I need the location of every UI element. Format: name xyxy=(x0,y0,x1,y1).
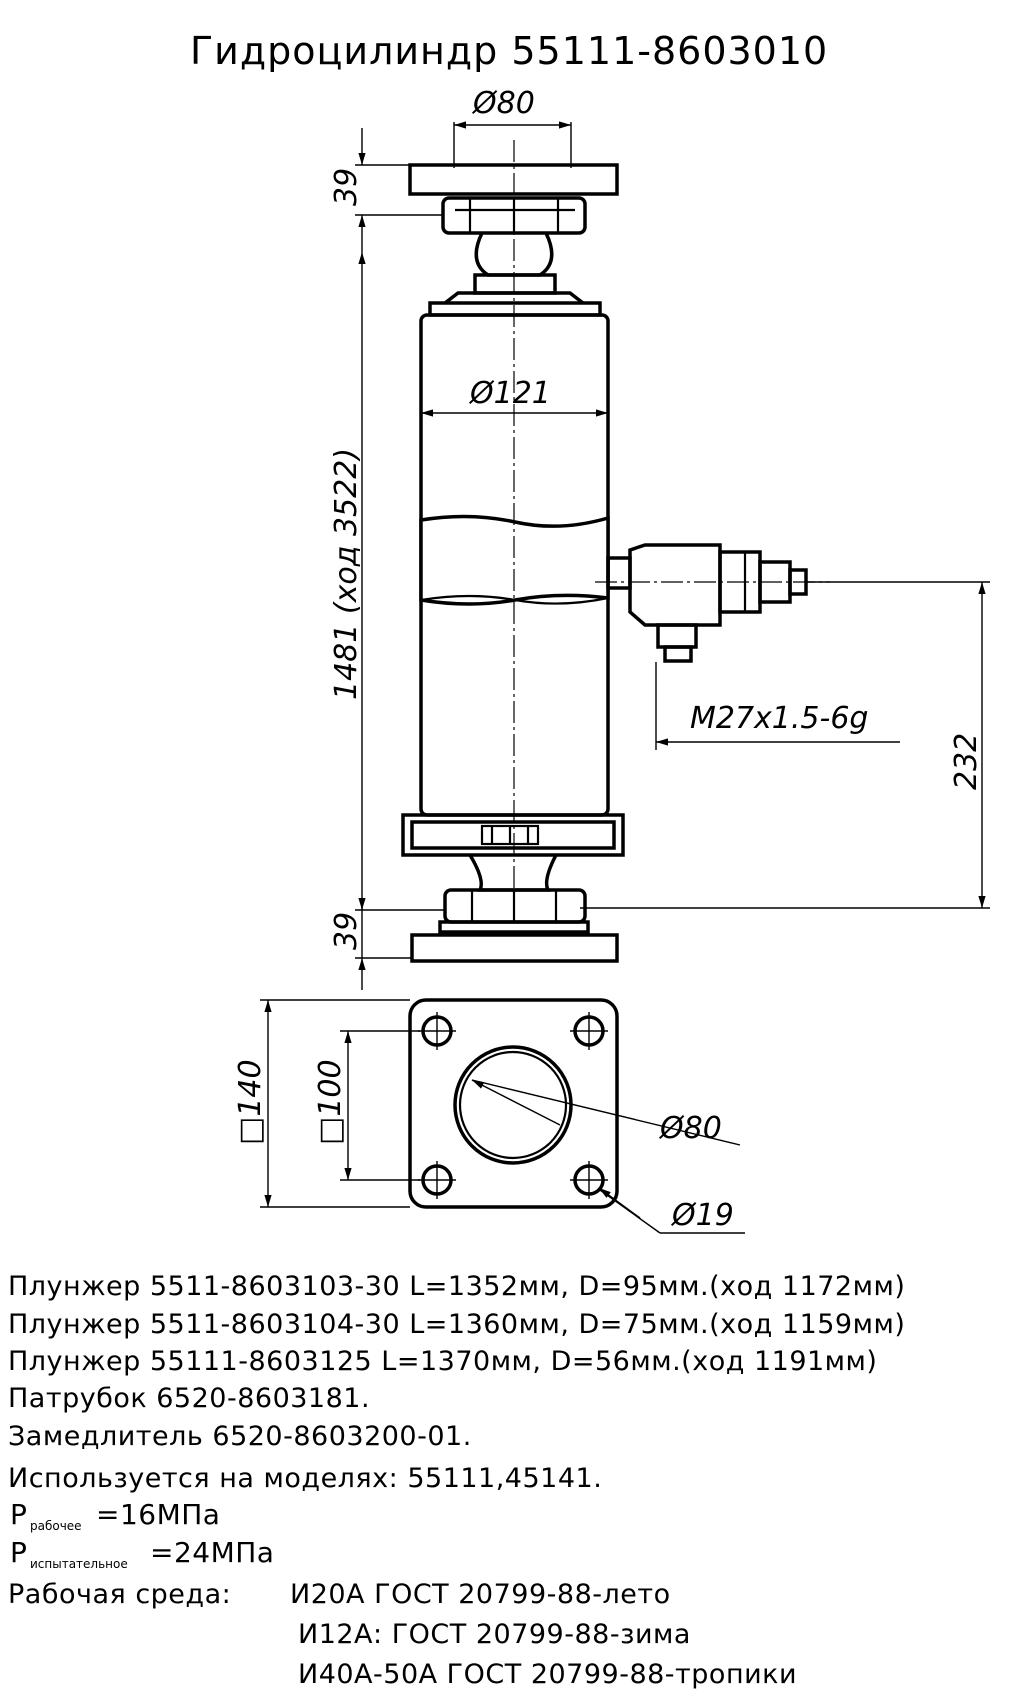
pressure-work-subscript: рабочее xyxy=(30,1519,82,1533)
cylinder-body: Ø121 xyxy=(419,140,610,920)
medium-winter: И12А: ГОСТ 20799-88-зима xyxy=(298,1619,691,1650)
top-flange-height-label: 39 xyxy=(329,168,364,206)
spec-plunger-3: Плунжер 55111-8603125 L=1370мм, D=56мм.(… xyxy=(8,1346,877,1377)
bottom-flange-height-label: 39 xyxy=(329,912,364,950)
spec-plunger-2: Плунжер 5511-8603104-30 L=1360мм, D=75мм… xyxy=(8,1309,905,1340)
medium-tropics: И40А-50А ГОСТ 20799-88-тропики xyxy=(298,1659,797,1690)
drawing-title: Гидроцилиндр 55111-8603010 xyxy=(190,29,828,73)
length-dimension: 1481 (ход 3522) xyxy=(329,252,366,910)
spec-plunger-1: Плунжер 5511-8603103-30 L=1352мм, D=95мм… xyxy=(8,1271,905,1302)
bottom-height-dimension: 39 xyxy=(329,900,445,990)
top-mount: Ø80 xyxy=(408,86,619,317)
medium-label: Рабочая среда: xyxy=(8,1579,231,1610)
flange-outer-square-label: □140 xyxy=(233,1059,268,1145)
flange-hole-label: Ø19 xyxy=(670,1198,734,1233)
top-height-dimension: 39 xyxy=(329,128,443,252)
body-diameter-label: Ø121 xyxy=(468,376,551,411)
port-thread-label: M27x1.5-6g xyxy=(690,701,868,736)
flange-bore-label: Ø80 xyxy=(658,1111,722,1146)
spec-pipe: Патрубок 6520-8603181. xyxy=(8,1383,370,1414)
specifications: Плунжер 5511-8603103-30 L=1352мм, D=95мм… xyxy=(8,1271,905,1690)
pressure-work-value: =16МПа xyxy=(96,1498,220,1531)
length-stroke-label: 1481 (ход 3522) xyxy=(329,448,364,700)
medium-summer: И20А ГОСТ 20799-88-лето xyxy=(290,1579,671,1610)
spec-models: Используется на моделях: 55111,45141. xyxy=(8,1463,602,1494)
flange-bolt-square-label: □100 xyxy=(313,1059,348,1145)
pressure-test-value: =24МПа xyxy=(150,1536,274,1569)
spec-retarder: Замедлитель 6520-8603200-01. xyxy=(8,1421,472,1452)
pressure-test-subscript: испытательное xyxy=(30,1557,128,1571)
side-port: M27x1.5-6g 232 xyxy=(580,543,990,909)
pressure-test-symbol: P xyxy=(10,1536,27,1569)
port-offset-label: 232 xyxy=(949,733,984,790)
pressure-work-symbol: P xyxy=(10,1498,27,1531)
top-flange-diameter-label: Ø80 xyxy=(471,86,535,121)
flange-plan-view: Ø80 Ø19 □140 □100 xyxy=(233,998,745,1234)
bottom-mount xyxy=(401,813,625,963)
